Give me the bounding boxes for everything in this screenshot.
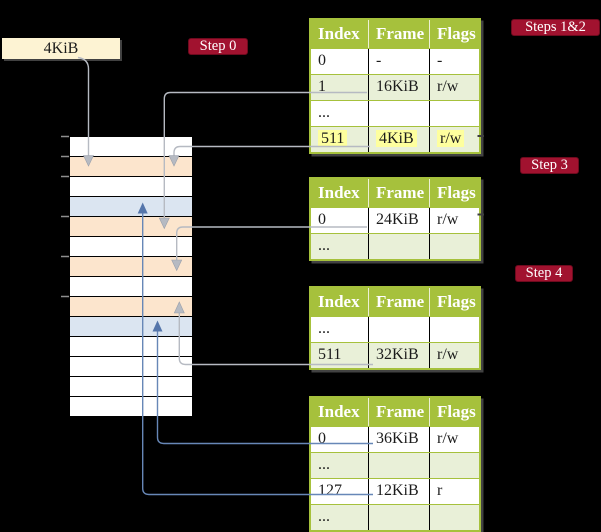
cell-index: 511 — [311, 127, 369, 152]
cell-index: ... — [311, 234, 369, 259]
table-header-row: Index Frame Flags — [311, 288, 479, 316]
cell-index: 127 — [311, 479, 369, 504]
page-table-level-3: Index Frame Flags ... 511 32KiB r/w — [309, 286, 481, 370]
memory-row-1-white — [70, 137, 192, 157]
table-row: 0 24KiB r/w — [311, 207, 479, 233]
column-header-index: Index — [311, 398, 369, 426]
cell-index: ... — [311, 453, 369, 478]
memory-row-3-white — [70, 177, 192, 197]
memory-row-4-blue — [70, 197, 192, 217]
cell-flags: r/w — [437, 346, 459, 363]
table-header-row: Index Frame Flags — [311, 398, 479, 426]
cell-flags: r/w — [437, 430, 459, 447]
cell-frame: 16KiB — [369, 75, 430, 100]
memory-row-12-white — [70, 357, 192, 377]
memory-row-14-white — [70, 397, 192, 417]
table-row-ellipsis: ... — [311, 233, 479, 259]
memory-column — [69, 136, 193, 417]
cell-index: ... — [311, 505, 369, 530]
cell-index: ... — [311, 101, 369, 126]
table-row: 511 32KiB r/w — [311, 342, 479, 368]
cell-flags: r/w — [437, 78, 459, 95]
memory-row-6-white — [70, 237, 192, 257]
highlight-frame: 4KiB — [376, 130, 417, 147]
table-header-row: Index Frame Flags — [311, 179, 479, 207]
memory-row-2-orange — [70, 157, 192, 177]
cell-flags — [430, 234, 479, 259]
column-header-index: Index — [311, 179, 369, 207]
badge-step-3: Step 3 — [520, 157, 579, 174]
cell-frame — [369, 234, 430, 259]
memory-row-9-orange — [70, 297, 192, 317]
cell-flags — [430, 505, 479, 530]
cell-flags: r/w — [430, 127, 479, 152]
cell-index: 0 — [311, 427, 369, 452]
cell-frame: 36KiB — [369, 427, 430, 452]
highlight-index: 511 — [318, 130, 348, 147]
column-header-frame: Frame — [369, 20, 430, 48]
memory-row-10-blue — [70, 317, 192, 337]
memory-row-7-orange — [70, 257, 192, 277]
column-header-frame: Frame — [369, 288, 430, 316]
badge-step-4: Step 4 — [515, 265, 573, 282]
cell-flags: - — [437, 52, 443, 69]
cell-flags — [430, 101, 479, 126]
column-header-index: Index — [311, 20, 369, 48]
cell-index: ... — [311, 317, 369, 342]
cell-flags: r — [437, 482, 443, 499]
memory-row-11-white — [70, 337, 192, 357]
column-header-flags: Flags — [437, 402, 476, 421]
table-row: 1 16KiB r/w — [311, 74, 479, 100]
cell-frame: 4KiB — [369, 127, 430, 152]
memory-row-5-orange — [70, 217, 192, 237]
table-header-row: Index Frame Flags — [311, 20, 479, 48]
table-row-highlighted: 511 4KiB r/w — [311, 126, 479, 152]
badge-steps-1-2: Steps 1&2 — [511, 19, 600, 36]
cell-frame: 32KiB — [369, 343, 430, 368]
highlight-flags: r/w — [437, 130, 465, 147]
column-header-flags: Flags — [437, 183, 476, 202]
cell-frame — [369, 505, 430, 530]
table-row: 0 - - — [311, 48, 479, 74]
page-table-level-2: Index Frame Flags 0 24KiB r/w ... — [309, 177, 481, 261]
table-row: 127 12KiB r — [311, 478, 479, 504]
cell-frame: - — [369, 49, 430, 74]
memory-ruler-ticks — [61, 135, 69, 298]
table-row-ellipsis: ... — [311, 316, 479, 342]
frame-size-label: 4KiB — [2, 38, 120, 59]
cell-index: 511 — [311, 343, 369, 368]
cell-frame — [369, 453, 430, 478]
column-header-index: Index — [311, 288, 369, 316]
memory-row-8-white — [70, 277, 192, 297]
cell-frame — [369, 101, 430, 126]
table-row: 0 36KiB r/w — [311, 426, 479, 452]
cell-flags — [430, 317, 479, 342]
cell-index: 1 — [311, 75, 369, 100]
table-row-ellipsis: ... — [311, 452, 479, 478]
table-row-ellipsis: ... — [311, 504, 479, 530]
cell-index: 0 — [311, 208, 369, 233]
column-header-frame: Frame — [369, 179, 430, 207]
cell-flags — [430, 453, 479, 478]
page-table-level-4: Index Frame Flags 0 36KiB r/w ... 127 12… — [309, 396, 481, 532]
column-header-flags: Flags — [437, 24, 476, 43]
column-header-flags: Flags — [437, 292, 476, 311]
cell-index: 0 — [311, 49, 369, 74]
page-table-level-1: Index Frame Flags 0 - - 1 16KiB r/w ... … — [309, 18, 481, 154]
cell-frame: 12KiB — [369, 479, 430, 504]
badge-step-0: Step 0 — [188, 38, 248, 55]
table-row-ellipsis: ... — [311, 100, 479, 126]
column-header-frame: Frame — [369, 398, 430, 426]
cell-frame: 24KiB — [369, 208, 430, 233]
memory-row-13-white — [70, 377, 192, 397]
cell-flags: r/w — [437, 211, 459, 228]
cell-frame — [369, 317, 430, 342]
